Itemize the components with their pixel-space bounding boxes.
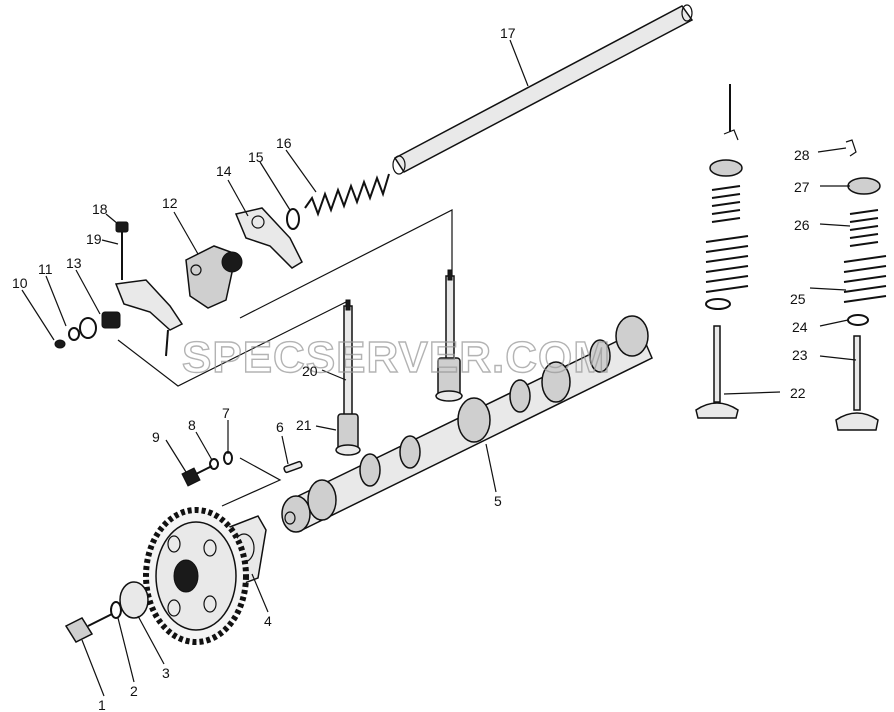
circlip [68, 327, 80, 341]
part-label-6: 6 [276, 419, 284, 435]
part-label-4: 4 [264, 613, 272, 629]
tappet-left [335, 413, 361, 456]
leader-lines [21, 39, 857, 697]
part-label-3: 3 [162, 665, 170, 681]
rocker-shaft [392, 4, 694, 175]
part-label-25: 25 [790, 291, 806, 307]
part-label-16: 16 [276, 135, 292, 151]
part-label-17: 17 [500, 25, 516, 41]
part-label-9: 9 [152, 429, 160, 445]
part-label-1: 1 [98, 697, 106, 712]
camshaft [281, 315, 653, 533]
part-label-10: 10 [12, 275, 28, 291]
gear-lock-washer [110, 601, 122, 619]
part-label-5: 5 [494, 493, 502, 509]
part-label-8: 8 [188, 417, 196, 433]
part-label-23: 23 [792, 347, 808, 363]
rocker-arm-left [114, 279, 184, 357]
part-label-22: 22 [790, 385, 806, 401]
part-label-21: 21 [296, 417, 312, 433]
camshaft-gear [143, 507, 249, 645]
part-label-19: 19 [86, 231, 102, 247]
part-label-28: 28 [794, 147, 810, 163]
part-label-26: 26 [794, 217, 810, 233]
part-label-2: 2 [130, 683, 138, 699]
part-label-27: 27 [794, 179, 810, 195]
part-label-24: 24 [792, 319, 808, 335]
part-label-13: 13 [66, 255, 82, 271]
rocker-arm-right [234, 207, 303, 269]
spacer-bushing [79, 311, 121, 339]
thrust-plate-bolt [181, 465, 213, 487]
camshaft-key [283, 460, 303, 474]
part-label-12: 12 [162, 195, 178, 211]
shaft-spring [304, 173, 390, 217]
part-label-18: 18 [92, 201, 108, 217]
rocker-bracket [185, 245, 243, 309]
gear-washer [119, 581, 149, 619]
part-label-7: 7 [222, 405, 230, 421]
shaft-plug [54, 339, 66, 349]
valve-assembly-left [695, 84, 749, 419]
part-label-20: 20 [302, 363, 318, 379]
shaft-washer [286, 208, 300, 230]
part-label-11: 11 [38, 261, 53, 277]
tappet-right [435, 357, 463, 402]
adjusting-screw [115, 221, 129, 280]
part-label-14: 14 [216, 163, 232, 179]
gear-bolt [64, 613, 113, 643]
part-label-15: 15 [248, 149, 264, 165]
valve-assembly-right [835, 139, 887, 431]
lock-washer [209, 458, 219, 470]
part-labels: 1 2 3 4 5 6 7 8 9 10 11 13 12 14 15 16 1… [12, 25, 810, 712]
watermark: SPECSERVER.COM [182, 333, 611, 382]
